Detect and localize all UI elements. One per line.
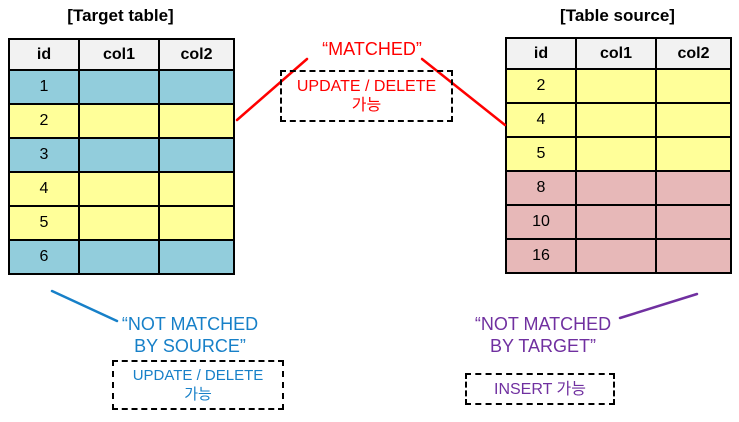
table-cell: [575, 204, 657, 240]
matched-action-line1: UPDATE / DELETE: [296, 78, 437, 95]
table-row: 2: [505, 68, 732, 104]
table-cell: [158, 205, 235, 241]
table-cell: [78, 69, 160, 105]
target-col-header-id: id: [8, 38, 80, 71]
matched-action-box: UPDATE / DELETE 가능: [280, 70, 453, 122]
table-cell: [158, 103, 235, 139]
not-matched-by-target-action-box: INSERT 가능: [465, 373, 615, 405]
table-row: 6: [8, 239, 235, 275]
table-cell: [575, 136, 657, 172]
table-cell-id: 16: [505, 238, 577, 274]
table-row: 10: [505, 204, 732, 240]
table-cell: [655, 136, 732, 172]
table-cell-id: 6: [8, 239, 80, 275]
table-row: 4: [505, 102, 732, 138]
target-col-header-col1: col1: [78, 38, 160, 71]
table-cell: [158, 137, 235, 173]
table-row: 5: [505, 136, 732, 172]
table-cell: [655, 68, 732, 104]
table-row: 2: [8, 103, 235, 139]
target-col-header-col2: col2: [158, 38, 235, 71]
table-cell-id: 8: [505, 170, 577, 206]
not-matched-by-target-label-line1: “NOT MATCHED: [474, 314, 612, 334]
table-cell: [575, 238, 657, 274]
not-matched-by-source-label-line1: “NOT MATCHED: [121, 314, 259, 334]
table-row: 4: [8, 171, 235, 207]
table-row: 16: [505, 238, 732, 274]
source-table: id col1 col2 2 4 5 8 10: [505, 37, 732, 274]
table-cell: [158, 239, 235, 275]
not-matched-by-source-label: “NOT MATCHED BY SOURCE”: [100, 313, 280, 357]
table-cell-id: 5: [505, 136, 577, 172]
table-cell: [158, 171, 235, 207]
nmbs-action-line1: UPDATE / DELETE: [132, 367, 264, 384]
target-table: id col1 col2 1 2 3 4 5: [8, 38, 235, 275]
source-col-header-col1: col1: [575, 37, 657, 70]
table-cell: [158, 69, 235, 105]
table-cell: [655, 238, 732, 274]
matched-action-line2: 가능: [351, 97, 382, 114]
table-cell-id: 2: [505, 68, 577, 104]
matched-label: “MATCHED”: [322, 39, 422, 59]
table-cell-id: 4: [8, 171, 80, 207]
target-table-header-row: id col1 col2: [8, 38, 235, 71]
table-cell-id: 4: [505, 102, 577, 138]
table-cell-id: 5: [8, 205, 80, 241]
table-row: 3: [8, 137, 235, 173]
nmbs-action-line2: 가능: [184, 386, 212, 403]
table-cell: [575, 68, 657, 104]
table-cell-id: 1: [8, 69, 80, 105]
table-cell: [78, 205, 160, 241]
table-cell: [655, 204, 732, 240]
not-matched-by-target-label: “NOT MATCHED BY TARGET”: [453, 313, 633, 357]
table-cell-id: 2: [8, 103, 80, 139]
source-col-header-id: id: [505, 37, 577, 70]
source-table-title: [Table source]: [560, 6, 675, 25]
table-cell-id: 10: [505, 204, 577, 240]
source-col-header-col2: col2: [655, 37, 732, 70]
table-cell-id: 3: [8, 137, 80, 173]
table-cell: [575, 170, 657, 206]
target-table-title: [Target table]: [67, 6, 174, 25]
table-cell: [655, 170, 732, 206]
table-cell: [575, 102, 657, 138]
table-cell: [78, 103, 160, 139]
table-cell: [78, 239, 160, 275]
source-table-header-row: id col1 col2: [505, 37, 732, 70]
table-cell: [78, 171, 160, 207]
not-matched-by-source-label-line2: BY SOURCE”: [134, 336, 246, 356]
not-matched-by-source-action-box: UPDATE / DELETE 가능: [112, 360, 284, 410]
table-cell: [655, 102, 732, 138]
table-row: 1: [8, 69, 235, 105]
nmbt-action-line1: INSERT 가능: [494, 380, 586, 398]
table-cell: [78, 137, 160, 173]
not-matched-by-target-label-line2: BY TARGET”: [489, 336, 597, 356]
table-row: 5: [8, 205, 235, 241]
table-row: 8: [505, 170, 732, 206]
